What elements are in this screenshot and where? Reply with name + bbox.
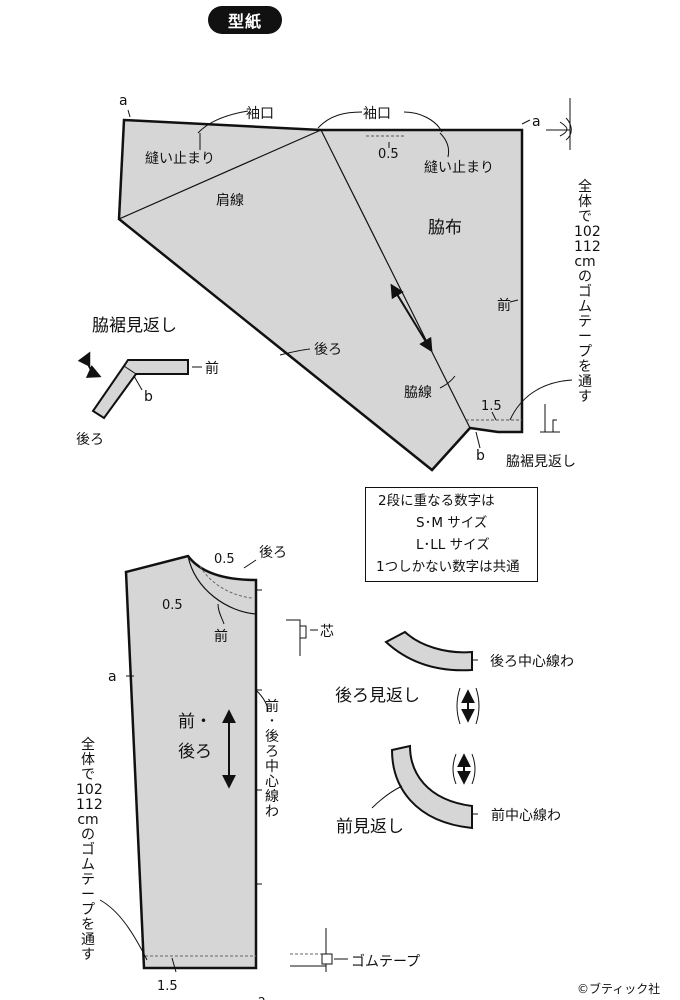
back-facing-title: 後ろ見返し (335, 686, 420, 706)
elastic-tape-label: ゴムテープ (351, 953, 420, 970)
back-facing-fold-label: 後ろ中心線わ (490, 654, 574, 670)
size-note-box: 2段に重なる数字は S･M サイズ L･LL サイズ 1つしかない数字は共通 (365, 487, 538, 582)
hem-facing-back-label: 後ろ (76, 432, 104, 448)
front-label: 前 (497, 297, 511, 314)
seam-allowance-top-label: 0.5 (378, 147, 399, 162)
front-facing-fold-label: 前中心線わ (491, 807, 561, 824)
side-line-label: 脇線 (404, 385, 432, 401)
body-piece-name-2: 後ろ (178, 742, 212, 762)
side-panel-shape (117, 118, 524, 472)
back-label: 後ろ (314, 342, 342, 358)
front-facing-title: 前見返し (336, 817, 404, 837)
hem-facing-ref-label: 脇裾見返し (506, 454, 576, 470)
hem-facing-arrow (77, 351, 102, 378)
body-seam-bottom: 1.5 (157, 979, 178, 994)
shoulder-line-label: 肩線 (216, 193, 244, 209)
body-front-label: 前 (214, 628, 228, 645)
body-back-label: 後ろ (259, 545, 287, 561)
sleeve-mouth-left-label: 袖口 (246, 106, 274, 122)
side-panel-name: 脇布 (428, 218, 462, 238)
page-title: 型紙 (208, 6, 282, 34)
hem-facing-front-label: 前 (205, 360, 219, 377)
seam-allowance-bottom-label: 1.5 (481, 399, 502, 414)
side-line (320, 129, 471, 429)
hem-facing-title: 脇裾見返し (92, 316, 177, 336)
body-piece-shape (124, 554, 258, 970)
size-note-line1: 2段に重なる数字は (378, 493, 495, 509)
hem-facing-shape (91, 359, 189, 420)
point-a-left-label: a (119, 93, 128, 109)
front-facing-shape (390, 744, 473, 830)
body-piece-name-1: 前・ (178, 712, 212, 732)
stitch-end-right-label: 縫い止まり (424, 160, 494, 176)
stitch-end-left-label: 縫い止まり (145, 151, 215, 167)
size-note-line4: 1つしかない数字は共通 (376, 559, 520, 575)
interfacing-label: 芯 (320, 624, 334, 640)
sleeve-mouth-right-label: 袖口 (363, 106, 391, 122)
copyright-label: ©ブティック社 (577, 981, 660, 996)
hem-facing-point-b: b (144, 389, 153, 405)
top-elastic-note: 全 体 で 102 112 cm の ゴ ム テ ー プ を 通 す (574, 179, 601, 405)
back-facing-shape (384, 630, 473, 672)
size-note-line3: L･LL サイズ (416, 537, 490, 553)
body-center-fold-label: 前 ･ 後 ろ 中 心 線 わ (265, 699, 279, 820)
shoulder-line (118, 129, 322, 220)
body-seam-neck-side: 0.5 (162, 598, 183, 613)
body-elastic-note: 全 体 で 102 112 cm の ゴ ム テ ー プ を 通 す (76, 737, 103, 963)
point-b-label: b (476, 448, 485, 464)
body-seam-neck-top: 0.5 (214, 552, 235, 567)
svg-text:2: 2 (258, 995, 266, 1000)
size-note-line2: S･M サイズ (416, 515, 488, 531)
point-a-right-label: a (532, 114, 541, 130)
grain-arrow (390, 283, 433, 353)
body-point-a: a (108, 669, 117, 685)
